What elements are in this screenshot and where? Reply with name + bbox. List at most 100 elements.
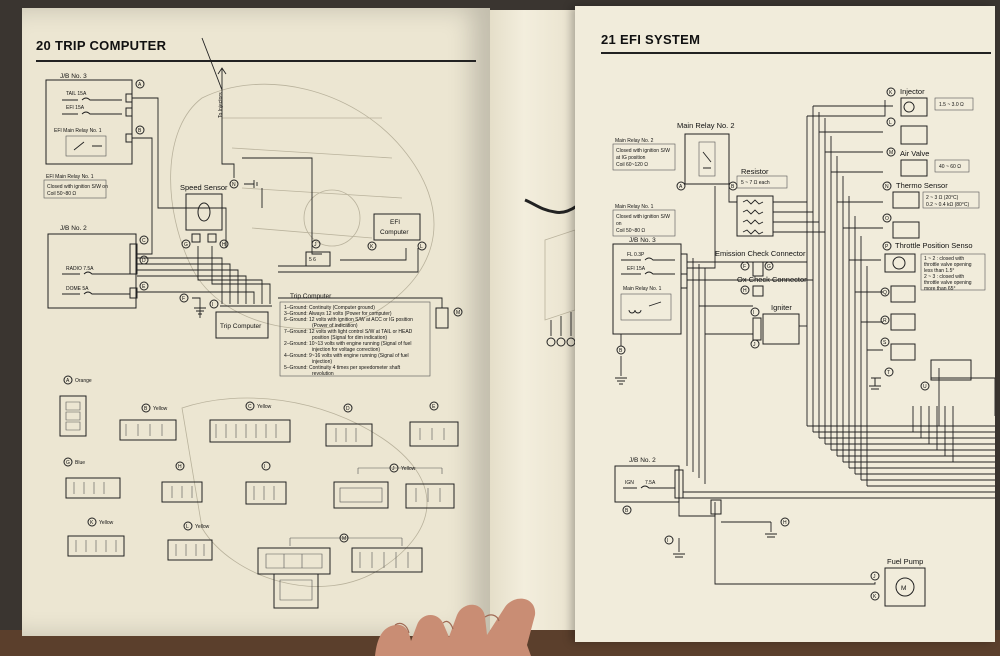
svg-text:Yellow: Yellow [99,520,114,526]
injector-q: Q [880,285,916,303]
thermo-sensor-line2: 0.2 ~ 0.4 kΩ (80°C) [926,202,969,208]
connector-face-j: J Yellow [333,463,455,509]
legend-row: 4–Ground: 9~16 volts with engine running… [284,353,409,359]
svg-text:more than 65°: more than 65° [924,286,955,292]
connector-face-m: M [257,533,423,609]
connector-face-d: D [325,403,373,447]
connector-face-b: B Yellow [119,403,177,441]
svg-text:Closed with ignition S/W: Closed with ignition S/W [616,148,670,154]
svg-text:K: K [889,90,893,96]
thermo-sensor: N Thermo Sensor 2 ~ 3 Ω (20°C) 0.2 ~ 0.4… [882,181,980,209]
connector-face-g: G Blue [63,457,121,499]
svg-text:Main Relay No. 2: Main Relay No. 2 [615,138,654,144]
connector-face-i: I [245,461,287,505]
connector-j-block: J 5 6 [305,239,331,267]
right-section-number: 21 [601,32,617,47]
right-title-rule [601,52,991,54]
efi-computer: EFI Computer K L [367,213,427,251]
legend-row: 2–Ground: 10~13 volts with engine runnin… [284,341,411,347]
svg-text:G: G [66,460,70,466]
injector-r: R [880,313,916,331]
ground-f: F [179,293,206,315]
svg-text:N: N [885,184,889,190]
left-section-heading: TRIP COMPUTER [54,38,167,53]
injector: K Injector 1.5 ~ 3.0 Ω [886,87,974,117]
svg-text:M: M [901,585,906,592]
connector-face-e: E [409,401,459,447]
svg-text:M: M [342,536,346,542]
connector-face-l: L Yellow [167,521,213,561]
connector-n-marker: N [229,179,239,189]
ghost-drawing [170,83,435,587]
legend-row: 7–Ground: 12 volts with light control S/… [284,329,413,335]
connector-h-marker: H [219,239,229,249]
speed-sensor: Speed Sensor [180,183,228,243]
svg-text:O: O [885,216,889,222]
fuel-pump-label: Fuel Pump [887,557,923,566]
efi-computer-line2: Computer [380,229,409,236]
connector-b-marker: B [135,125,145,135]
svg-text:Coil 50~80 Ω: Coil 50~80 Ω [616,228,645,234]
svg-text:A: A [66,378,70,384]
ground-symbol-n [244,180,258,188]
svg-text:Coil 60~120 Ω: Coil 60~120 Ω [616,162,648,168]
connector-u: U [920,359,972,391]
ground-t: T [869,367,894,390]
connector-e-marker: E [139,281,149,291]
injector-value: 1.5 ~ 3.0 Ω [939,102,964,108]
svg-text:E: E [432,404,436,410]
svg-text:Yellow: Yellow [195,524,210,530]
trip-computer-box-label: Trip Computer [220,323,262,330]
trip-computer-wiring-diagram: J/B No. 3 TAIL 15A EFI 15A EFI Main Rela… [43,37,463,609]
svg-text:H: H [222,242,226,248]
svg-text:EFI 15A: EFI 15A [627,266,646,272]
svg-text:G: G [767,264,771,270]
svg-text:F: F [182,296,185,302]
svg-text:throttle valve opening: throttle valve opening [924,280,972,286]
jb2-block-right: J/B No. 2 IGN 7.5A B [614,457,684,515]
svg-text:G: G [184,242,188,248]
svg-text:M: M [889,150,893,156]
svg-text:Closed with ignition S/W: Closed with ignition S/W [616,214,670,220]
legend-row: injection) [312,359,332,365]
svg-text:Yellow: Yellow [401,466,416,472]
injector-2: L [886,117,928,145]
left-section-title: 20 TRIP COMPUTER [36,38,166,53]
ground-i-bottom: I [664,535,685,558]
svg-text:R: R [883,318,887,324]
ground-right-1: B [615,345,627,385]
injector-s: S [880,337,916,361]
thermo-sensor-label: Thermo Sensor [896,181,948,190]
legend-row: 1–Ground: Continuity (Computer ground) [284,305,375,311]
svg-text:L: L [186,524,189,530]
svg-text:K: K [90,520,94,526]
emission-check-label: Emission Check Connector [715,249,806,258]
jb2-radio-fuse: RADIO 7.5A [66,266,94,272]
svg-text:S: S [883,340,887,346]
igniter-label: Igniter [771,303,792,312]
connector-face-k: K Yellow [67,517,125,557]
svg-text:Orange: Orange [75,378,92,384]
svg-text:Blue: Blue [75,460,85,466]
svg-text:F: F [743,264,746,270]
svg-text:B: B [138,128,142,134]
connector-c-marker: C [139,235,149,245]
jb3-tail-fuse: TAIL 15A [66,91,87,97]
fuel-pump: Fuel Pump M J K [870,557,926,607]
relay-note-title: EFI Main Relay No. 1 [46,174,94,180]
svg-text:C: C [248,404,252,410]
wire-harness [132,37,443,318]
air-valve: M Air Valve 40 ~ 60 Ω [886,147,970,177]
connector-face-a: A Orange [59,375,92,437]
to-injectors-label: To Injectors [218,92,224,118]
main-relay-2-label: Main Relay No. 2 [677,121,735,130]
svg-text:at IG position: at IG position [616,155,646,161]
jb3-efi-fuse: EFI 15A [66,105,85,111]
ground-h-bottom: H [765,517,790,538]
hand-holding-book [375,598,536,656]
svg-text:N: N [232,182,236,188]
jb2-right-label: J/B No. 2 [629,457,656,464]
legend-row: (Power of indication) [312,323,358,329]
main-relay-2: Main Relay No. 2 A B [676,121,738,191]
jb3-relay-label: EFI Main Relay No. 1 [54,128,102,134]
